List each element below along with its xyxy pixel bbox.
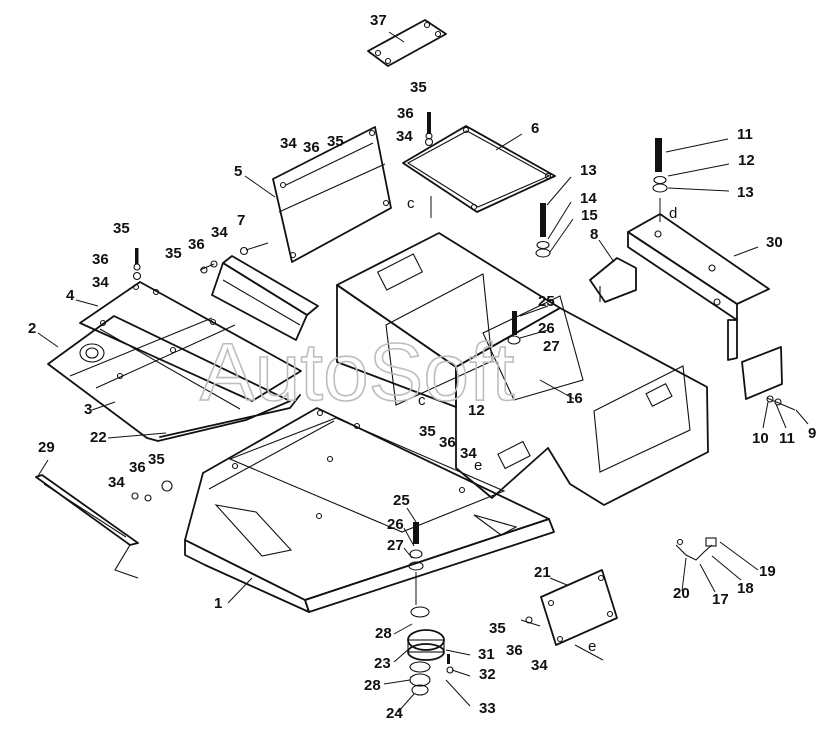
callout-lbl-21: 21 [534,564,551,581]
callout-lbl-28a: 28 [375,625,392,642]
callout-lbl-36c: 36 [188,236,205,253]
bolt-group-top [424,112,434,147]
callout-lbl-35f: 35 [148,451,165,468]
callout-lbl-34g: 34 [531,657,548,674]
callout-lbl-33: 33 [479,700,496,717]
bolt-group-center [535,203,551,258]
callout-lbl-1: 1 [214,595,222,612]
callout-lbl-17: 17 [712,591,729,608]
cab-body [336,232,709,506]
leader-lines [37,31,809,713]
callout-lbl-37a: 37 [370,12,387,29]
callout-lbl-27a: 27 [543,338,560,355]
callout-lbl-20: 20 [673,585,690,602]
callout-lbl-30: 30 [766,234,783,251]
callout-lbl-13b: 13 [580,162,597,179]
callout-lbl-36a: 36 [397,105,414,122]
callout-lbl-31: 31 [478,646,495,663]
callout-lbl-35d: 35 [165,245,182,262]
callout-lbl-15: 15 [581,207,598,224]
callout-lbl-25a: 25 [538,293,555,310]
bolt-group-bottom [408,522,424,605]
part-37-plate [367,19,447,67]
callout-lbl-8: 8 [590,226,598,243]
callout-lbl-36f: 36 [129,459,146,476]
part-1-floor [184,407,555,613]
callout-lbl-19: 19 [759,563,776,580]
callout-lbl-34a: 34 [396,128,413,145]
callout-lbl-26b: 26 [387,516,404,533]
part-3-plate [47,283,291,442]
callout-lbl-12b: 12 [468,402,485,419]
callout-lbl-36d: 36 [92,251,109,268]
callout-lbl-11a: 11 [737,126,753,143]
bolt-group-29 [131,480,173,502]
callout-lbl-4: 4 [66,287,75,304]
bolt-9-11 [766,395,796,411]
callout-lbl-34b: 34 [280,135,297,152]
callout-lbl-18: 18 [737,580,754,597]
callout-lbl-23: 23 [374,655,391,672]
callout-lbl-2: 2 [28,320,36,337]
callout-lbl-32: 32 [479,666,496,683]
marker-d: d [669,205,677,222]
callout-lbl-25b: 25 [393,492,410,509]
part-4-plate [79,281,302,410]
callout-lbl-5: 5 [234,163,242,180]
letter-markers: c c d e e [407,195,677,655]
callout-lbl-35b: 35 [327,133,344,150]
bolt-group-cab [507,311,521,345]
callout-lbl-34f: 34 [108,474,125,491]
callout-lbl-36g: 36 [506,642,523,659]
callout-lbl-26a: 26 [538,320,555,337]
watermark-text: AutoSoft [200,327,515,418]
fitting-17-20 [675,537,717,561]
callout-lbl-10: 10 [752,430,769,447]
callout-lbl-24: 24 [386,705,403,722]
callout-lbl-34d: 34 [92,274,109,291]
callout-lbl-36b: 36 [303,139,320,156]
marker-e-mid: e [474,457,482,474]
part-30-bracket [627,213,783,400]
callout-lbl-35e: 35 [419,423,436,440]
bolt-7 [239,242,269,256]
callout-lbl-12a: 12 [738,152,755,169]
bolt-group-left [132,248,218,281]
callout-lbl-9: 9 [808,425,816,442]
callout-lbl-29: 29 [38,439,55,456]
marker-c-mid: c [418,392,426,409]
part-2-grommet [79,343,105,363]
callout-lbl-35a: 35 [410,79,427,96]
callout-lbl-22: 22 [90,429,107,446]
callout-lbl-14: 14 [580,190,597,207]
bolt-group-right [652,138,668,222]
callout-lbl-7: 7 [237,212,245,229]
part-22-plate [159,394,301,438]
callout-lbl-35g: 35 [489,620,506,637]
callout-lbl-34e: 34 [460,445,477,462]
marker-e-low: e [588,638,596,655]
callout-lbl-13a: 13 [737,184,754,201]
callout-lbl-16: 16 [566,390,583,407]
callout-lbl-36e: 36 [439,434,456,451]
part-29-plate [35,474,139,579]
callout-lbl-35c: 35 [113,220,130,237]
part-8-bracket [589,257,637,303]
part-21-plate [520,569,618,646]
callout-lbl-6: 6 [531,120,539,137]
callout-lbl-27b: 27 [387,537,404,554]
part-6-cover [402,125,556,213]
callout-lbl-28b: 28 [364,677,381,694]
valve-assembly [407,606,454,696]
callout-lbl-34c: 34 [211,224,228,241]
part-7-strip [211,255,319,341]
callout-lbl-11b: 11 [779,430,795,447]
callout-lbl-3: 3 [84,401,92,418]
part-5-panel [272,126,392,263]
marker-c-top: c [407,195,415,212]
